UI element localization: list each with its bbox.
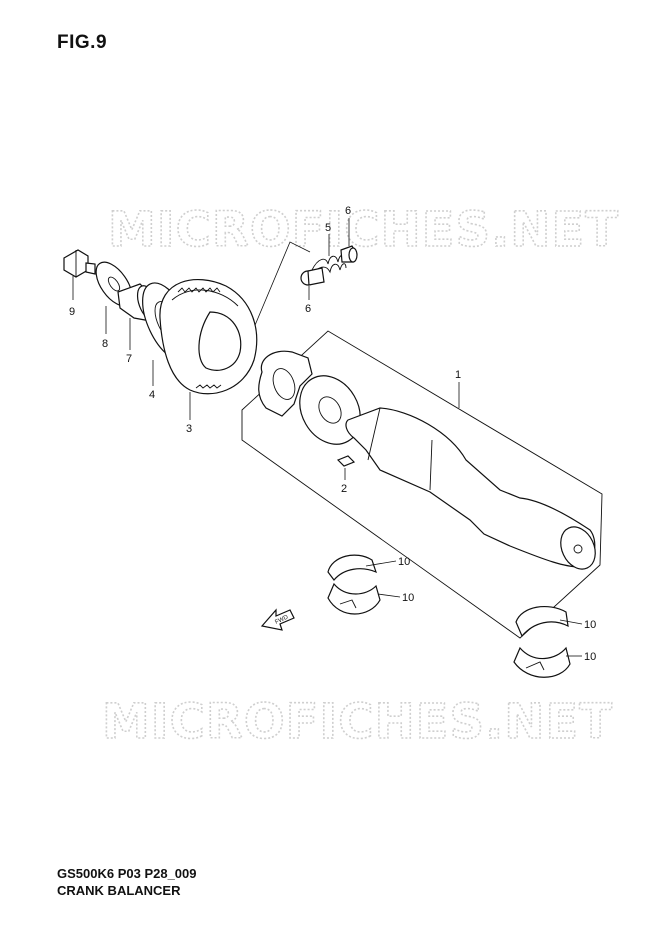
part-1-crank-balancer-shaft[interactable] (258, 350, 602, 574)
callout-8: 8 (102, 338, 108, 350)
callout-1: 1 (455, 369, 461, 381)
callout-10a: 10 (398, 556, 410, 568)
part-6-pin-upper[interactable] (340, 245, 358, 263)
diagram-code: GS500K6 P03 P28_009 (57, 866, 197, 881)
part-10-bearing-upper-left[interactable] (327, 554, 377, 581)
diagram-subtitle: CRANK BALANCER (57, 883, 181, 898)
callout-5: 5 (325, 222, 331, 234)
callout-10c: 10 (584, 619, 596, 631)
callout-2: 2 (341, 483, 347, 495)
callout-6-upper: 6 (345, 205, 351, 217)
part-6-pin-lower[interactable] (300, 267, 325, 286)
callout-4: 4 (149, 389, 155, 401)
leader-10a (365, 560, 397, 567)
watermark-bottom: MICROFICHES.NET (102, 694, 613, 750)
callout-9: 9 (69, 306, 75, 318)
leader-10c (559, 619, 583, 625)
part-9-bolt[interactable] (63, 249, 96, 278)
part-10-bearing-lower-left[interactable] (327, 582, 381, 615)
figure-title: FIG.9 (57, 32, 108, 53)
callout-10b: 10 (402, 592, 414, 604)
part-10-bearing-lower-right[interactable] (513, 646, 571, 678)
part-3-balancer-gear[interactable] (159, 279, 258, 395)
callout-6-lower: 6 (305, 303, 311, 315)
fwd-label: FWD (274, 614, 290, 625)
callout-7: 7 (126, 353, 132, 365)
fwd-direction-arrow: FWD (260, 608, 295, 631)
leader-gear-to-pin (252, 241, 311, 331)
assembly-outline (241, 330, 603, 639)
watermark-top: MICROFICHES.NET (108, 202, 619, 258)
part-2-key[interactable] (336, 455, 356, 467)
leader-10b (377, 593, 401, 598)
part-10-bearing-upper-right[interactable] (515, 605, 569, 638)
callout-3: 3 (186, 423, 192, 435)
callout-10d: 10 (584, 651, 596, 663)
